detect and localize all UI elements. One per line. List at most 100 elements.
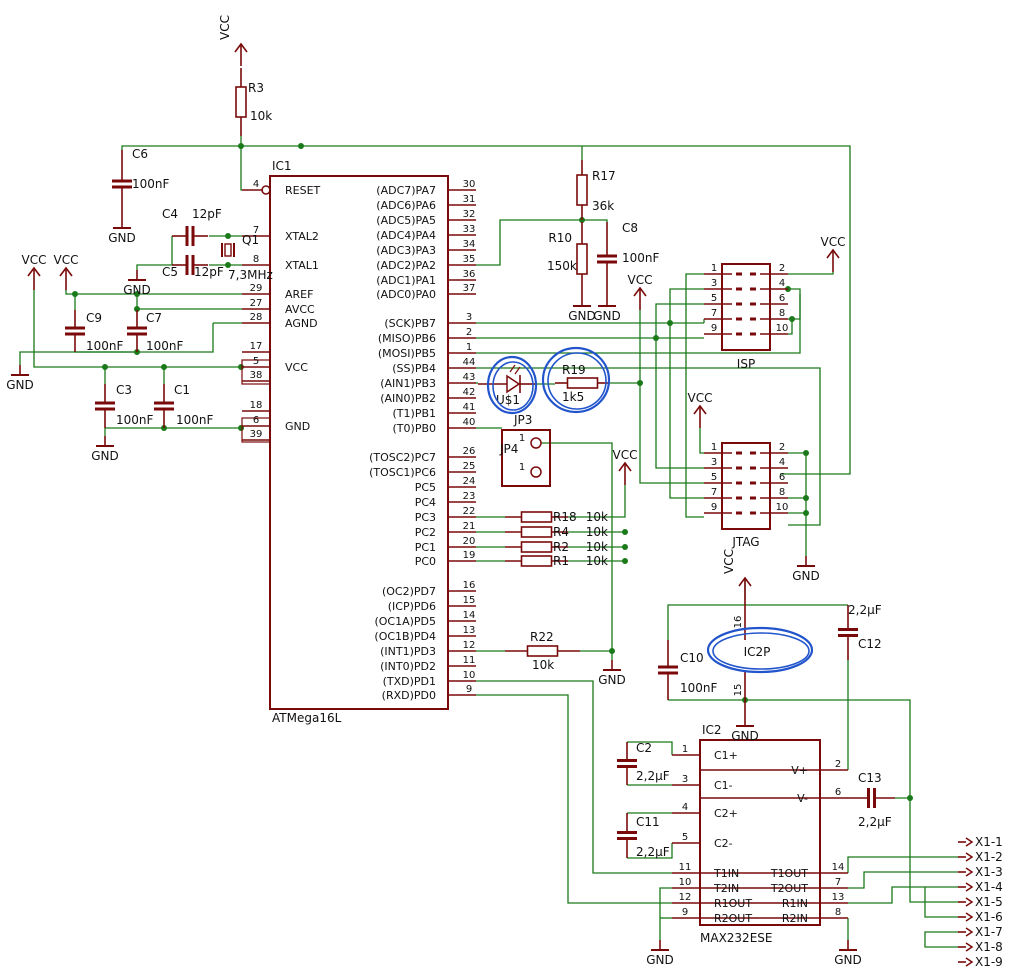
ic2-pin-number: 3 [682, 774, 688, 785]
vcc-arrow [59, 266, 73, 277]
jtag-pin-number: 9 [711, 502, 717, 513]
jumper-pin-number: 1 [519, 433, 525, 444]
capacitor-ref: C13 [858, 771, 882, 785]
jtag-pin-number: 7 [711, 487, 717, 498]
resistor-body [526, 645, 559, 657]
ic1-pin-number: 5 [253, 356, 259, 367]
wire [476, 367, 821, 526]
capacitor-value: 100nF [622, 251, 660, 265]
ic1-pin-name: (ADC3)PA3 [376, 244, 436, 257]
isp-name: ISP [737, 357, 755, 371]
ic1-pin-name: XTAL1 [285, 259, 319, 272]
wire [65, 290, 242, 295]
ic2-pin-number: 11 [679, 862, 692, 873]
ic1-pin-name: XTAL2 [285, 230, 319, 243]
ic1-pin-name: (AIN0)PB2 [380, 392, 436, 405]
wire [909, 798, 958, 903]
gnd-label: GND [598, 673, 626, 687]
isp-pin-number: 1 [711, 263, 717, 274]
capacitor-ref: C5 [162, 265, 178, 279]
ic1-pin-number: 7 [253, 225, 259, 236]
ic1-pin-number: 14 [463, 610, 476, 621]
ic1-pin-name: AVCC [285, 303, 315, 316]
jtag-pin-number: 10 [776, 502, 789, 513]
reset-inversion-circle [261, 185, 271, 195]
junction-dot [803, 450, 809, 456]
gnd-label: GND [568, 309, 596, 323]
junction-dot [622, 544, 628, 550]
ic1-pin-number: 13 [463, 625, 476, 636]
resistor-ref: R4 [553, 525, 569, 539]
ic1-pin-name: (MISO)PB6 [378, 332, 436, 345]
resistor-r10 [576, 243, 588, 275]
ic1-value: ATMega16L [272, 711, 342, 725]
jtag-pin-number: 6 [779, 472, 785, 483]
isp-pin-number: 8 [779, 308, 785, 319]
vcc-label: VCC [821, 235, 846, 249]
vcc-label: VCC [628, 273, 653, 287]
ic2-pin-number: 9 [682, 907, 688, 918]
ic1-pin-number: 32 [463, 209, 476, 220]
ic2-pin-name: T2OUT [770, 882, 808, 895]
junction-dot [622, 558, 628, 564]
wire [541, 442, 613, 651]
led-light-ray [509, 364, 516, 373]
vcc-arrow [693, 404, 707, 415]
ic1-pin-number: 40 [463, 417, 476, 428]
capacitor-ref: C10 [680, 651, 704, 665]
ic1-pin-name: AGND [285, 317, 318, 330]
ic1-pin-name: PC0 [415, 555, 436, 568]
vcc-arrow [618, 461, 632, 472]
ic2-pin-number: 1 [682, 744, 688, 755]
pin-group-box [241, 359, 271, 385]
crystal-value: 7,3MHz [228, 268, 273, 282]
junction-dot [72, 291, 78, 297]
junction-dot [803, 510, 809, 516]
capacitor-value: 100nF [116, 413, 154, 427]
terminal-label: X1-8 [975, 940, 1003, 954]
ic2-pin-number: 8 [835, 907, 841, 918]
capacitor-value: 2,2µF [636, 845, 670, 859]
ic1-pin-number: 28 [250, 312, 263, 323]
wire [476, 219, 582, 266]
isp-pin-number: 9 [711, 323, 717, 334]
resistor-value: 36k [592, 199, 614, 213]
ic2-pin-name: R2IN [782, 912, 808, 925]
wire [33, 290, 242, 368]
crystal-ref: Q1 [242, 233, 259, 247]
wire [639, 383, 704, 484]
ic1-pin-number: 10 [463, 670, 476, 681]
junction-dot [653, 335, 659, 341]
ic1-pin-number: 19 [463, 550, 476, 561]
junction-dot [102, 364, 108, 370]
ic1-pin-name: (TXD)PD1 [383, 675, 436, 688]
ic2-pin-number: 12 [679, 892, 692, 903]
isp-header-body [721, 263, 771, 351]
resistor-ref: R22 [530, 630, 554, 644]
ic1-pin-name: (MOSI)PB5 [378, 347, 436, 360]
capacitor-ref: C11 [636, 815, 660, 829]
capacitor-ref: C4 [162, 207, 178, 221]
wire [924, 887, 958, 918]
resistor-ref: R10 [548, 231, 572, 245]
ic1-pin-name: PC3 [415, 511, 436, 524]
ic1-pin-name: PC5 [415, 481, 436, 494]
jumper-pin [530, 466, 542, 478]
ic2-pin-name: C2- [714, 837, 733, 850]
junction-dot [238, 143, 244, 149]
junction-dot [134, 306, 140, 312]
terminal-label: X1-2 [975, 850, 1003, 864]
ic2-pin-number: 13 [832, 892, 845, 903]
wire [745, 699, 911, 799]
resistor-r17 [576, 174, 588, 206]
jtag-header-body [721, 442, 771, 530]
ic1-pin-name: (ADC0)PA0 [376, 288, 436, 301]
led-ref: U$1 [496, 393, 520, 407]
annotation-circle [541, 346, 611, 414]
ic1-pin-name: PC2 [415, 526, 436, 539]
wire [685, 273, 704, 518]
terminal-arrow [965, 837, 974, 847]
junction-dot [225, 262, 231, 268]
jtag-pin-number: 1 [711, 442, 717, 453]
